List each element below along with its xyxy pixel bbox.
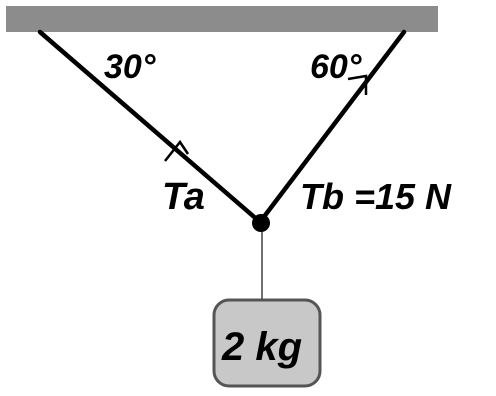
angle-right-label: 60°: [310, 48, 362, 86]
arrow-a-icon: [164, 139, 190, 162]
angle-left-label: 30°: [104, 48, 156, 86]
mass-block: [212, 298, 322, 388]
tension-b-label: Tb =15 N: [300, 176, 452, 217]
ceiling-bar: [6, 6, 438, 32]
knot: [252, 214, 270, 232]
rope-a: [37, 29, 263, 225]
tension-a-label: Ta: [162, 176, 205, 218]
arrow-b-icon: [347, 74, 368, 95]
rope-b: [257, 29, 407, 225]
mass-label: 2 kg: [221, 325, 302, 369]
